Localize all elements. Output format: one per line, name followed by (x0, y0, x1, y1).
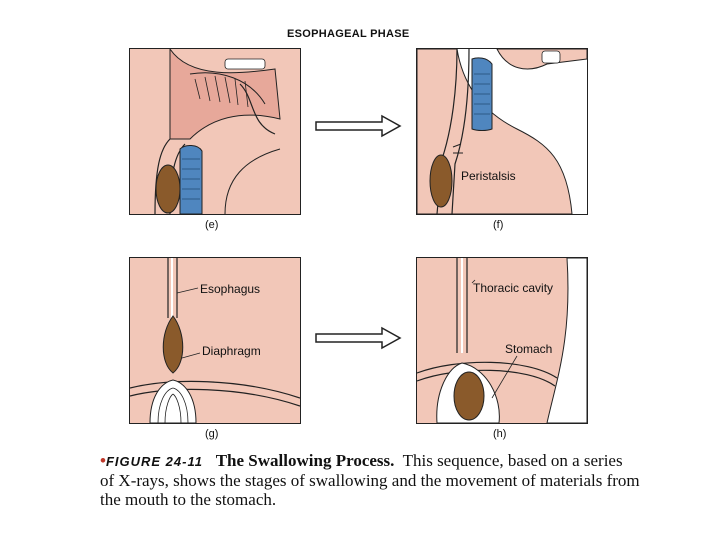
panel-e-illustration (130, 49, 300, 214)
figure-title: The Swallowing Process. (215, 451, 395, 470)
panel-e-label: (e) (205, 219, 219, 231)
right-arrow-icon (315, 114, 402, 138)
right-arrow-icon (315, 326, 402, 350)
peristalsis-callout: Peristalsis (461, 169, 516, 183)
caption-bullet: • (100, 451, 106, 470)
stomach-callout: Stomach (505, 342, 552, 356)
figure-heading: ESOPHAGEAL PHASE (287, 28, 410, 40)
figure-number: FIGURE 24-11 (105, 454, 203, 469)
diaphragm-callout: Diaphragm (202, 344, 261, 358)
panel-g-illustration: Esophagus Diaphragm (130, 258, 300, 423)
panel-g: Esophagus Diaphragm (129, 257, 301, 424)
panel-g-label: (g) (205, 428, 219, 440)
thoracic-cavity-callout: Thoracic cavity (473, 281, 553, 295)
panel-h-label: (h) (493, 428, 507, 440)
panel-e (129, 48, 301, 215)
caption-text: This sequence, based on a series of X-ra… (100, 451, 640, 509)
panel-f-label: (f) (493, 219, 504, 231)
panel-h-illustration: Thoracic cavity Stomach (417, 258, 587, 423)
figure-caption: •FIGURE 24-11 The Swallowing Process. Th… (100, 451, 640, 509)
panel-f: Peristalsis (416, 48, 588, 215)
panel-f-illustration: Peristalsis (417, 49, 587, 214)
esophagus-callout: Esophagus (200, 282, 260, 296)
panel-h: Thoracic cavity Stomach (416, 257, 588, 424)
